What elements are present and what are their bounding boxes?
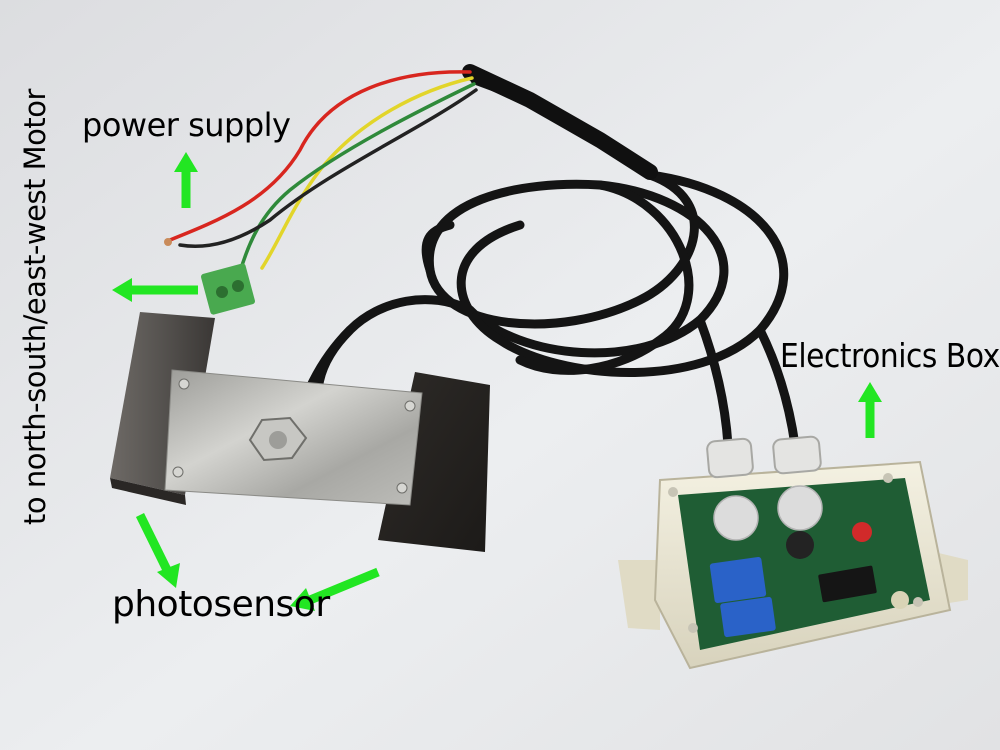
wire-tip bbox=[164, 238, 172, 246]
cable-jacket-end bbox=[462, 64, 658, 180]
terminal-block bbox=[201, 263, 255, 315]
bolt bbox=[248, 416, 308, 462]
photosensor-assembly bbox=[110, 312, 490, 552]
relay-2 bbox=[720, 596, 776, 638]
arrow-photosensor-right bbox=[290, 567, 380, 611]
arrows bbox=[112, 152, 882, 611]
motor-label: to north-south/east-west Motor bbox=[18, 89, 52, 525]
power-wires bbox=[168, 70, 478, 274]
chip bbox=[818, 565, 877, 603]
electronics-box-label: Electronics Box bbox=[780, 336, 1000, 375]
arrow-up-electronics bbox=[858, 382, 882, 438]
photosensor-label: photosensor bbox=[112, 584, 330, 625]
electronics-box bbox=[618, 435, 968, 670]
arrow-down-photosensor-left bbox=[135, 513, 180, 588]
power-supply-label: power supply bbox=[82, 106, 291, 144]
relay-1 bbox=[709, 556, 767, 604]
arrow-up-power bbox=[174, 152, 198, 208]
arrow-left-motor bbox=[112, 278, 198, 302]
